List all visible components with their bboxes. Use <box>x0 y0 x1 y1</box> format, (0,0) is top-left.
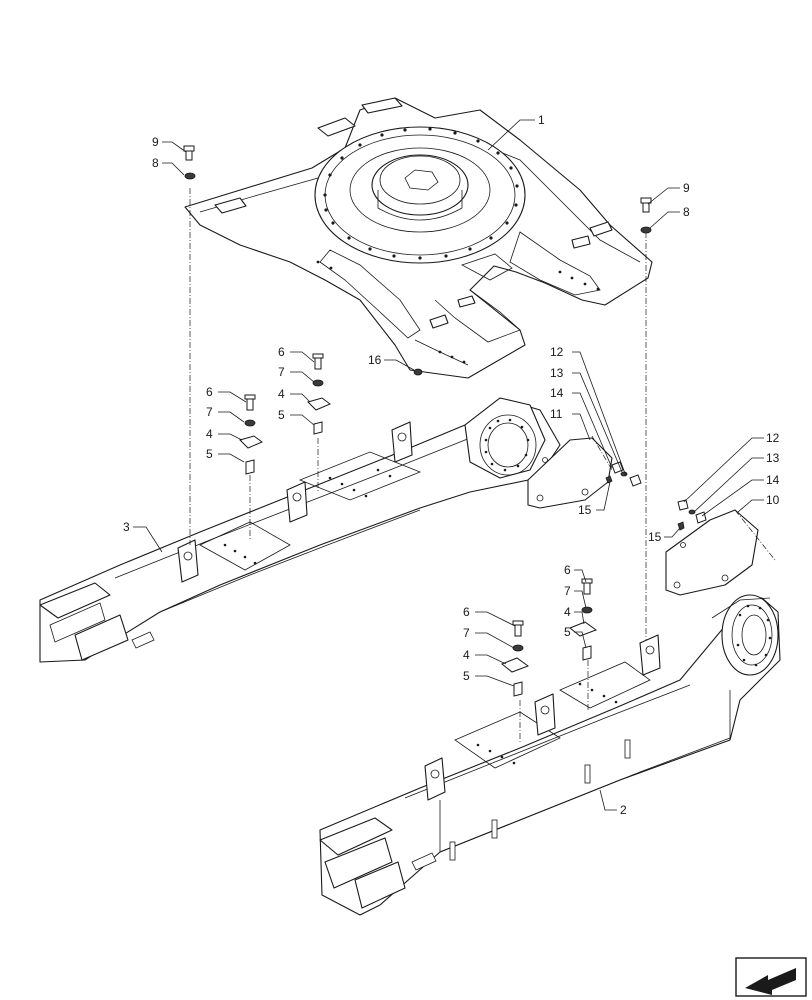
hardware-stack-c <box>569 578 598 661</box>
callout-6: 6 <box>278 345 285 359</box>
callout-9: 9 <box>152 135 159 149</box>
hardware-stack-a <box>307 353 331 435</box>
callout-3: 3 <box>123 520 130 534</box>
left-track-frame-part-3 <box>39 397 561 663</box>
callout-1: 1 <box>538 113 545 127</box>
callout-4: 4 <box>564 605 571 619</box>
callout-8: 8 <box>152 156 159 170</box>
callout-2: 2 <box>620 803 627 817</box>
callout-8: 8 <box>683 205 690 219</box>
callout-10: 10 <box>766 493 780 507</box>
callout-9: 9 <box>683 181 690 195</box>
callout-7: 7 <box>564 584 571 598</box>
callout-7: 7 <box>463 626 470 640</box>
callout-4: 4 <box>278 387 285 401</box>
callout-6: 6 <box>463 605 470 619</box>
callout-13: 13 <box>766 451 780 465</box>
callout-5: 5 <box>463 669 470 683</box>
hardware-top-left <box>183 145 196 180</box>
next-page-arrow-icon[interactable] <box>735 957 807 997</box>
callout-labels: 1 9 8 9 8 16 6 7 4 5 6 7 4 5 3 12 13 14 … <box>123 113 780 817</box>
callout-14: 14 <box>766 473 780 487</box>
callout-11: 11 <box>550 407 563 421</box>
callout-5: 5 <box>278 408 285 422</box>
leader-lines <box>133 119 764 811</box>
callout-5: 5 <box>206 447 213 461</box>
callout-15: 15 <box>578 503 592 517</box>
alignment-lines <box>189 188 776 742</box>
callout-6: 6 <box>564 563 571 577</box>
hardware-stack-d <box>501 620 530 697</box>
callout-4: 4 <box>206 427 213 441</box>
cover-part-10 <box>665 509 759 596</box>
callout-6: 6 <box>206 385 213 399</box>
callout-7: 7 <box>278 365 285 379</box>
callout-14: 14 <box>550 386 564 400</box>
callout-16: 16 <box>368 353 382 367</box>
callout-12: 12 <box>766 431 780 445</box>
idler-bolt-holes <box>484 418 530 472</box>
hardware-top-right <box>640 197 652 234</box>
upper-frame-part-1 <box>184 97 653 379</box>
callout-5: 5 <box>564 625 571 639</box>
callout-15: 15 <box>648 530 662 544</box>
hardware-stack-b <box>239 394 263 475</box>
right-track-frame-part-2 <box>319 594 781 916</box>
pin-16 <box>413 368 423 376</box>
callout-13: 13 <box>550 366 564 380</box>
callout-12: 12 <box>550 345 564 359</box>
callout-7: 7 <box>206 405 213 419</box>
ring-bolt-holes <box>323 127 519 260</box>
callout-4: 4 <box>463 648 470 662</box>
